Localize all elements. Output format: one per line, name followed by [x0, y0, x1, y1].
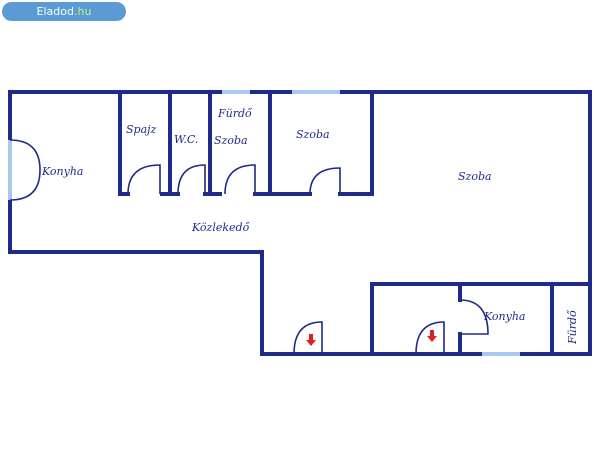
- label-konyha-left: Konyha: [41, 165, 84, 178]
- brand-suffix: .hu: [74, 5, 92, 18]
- room-labels: Konyha Spajz W.C. Fürdő Szoba Szoba Szob…: [41, 107, 579, 345]
- label-kozlekedo: Közlekedő: [191, 221, 251, 234]
- brand-name: Eladod: [36, 5, 74, 18]
- label-szoba-small: Szoba: [214, 134, 248, 147]
- label-konyha-right: Konyha: [483, 310, 526, 323]
- label-wc: W.C.: [174, 133, 198, 146]
- label-furdo-right: Fürdő: [566, 309, 579, 345]
- brand-badge[interactable]: Eladod.hu: [2, 2, 126, 21]
- entry-markers: [306, 330, 437, 346]
- label-furdo-top: Fürdő: [217, 107, 253, 120]
- label-spajz: Spajz: [126, 123, 157, 136]
- label-szoba-mid: Szoba: [296, 128, 330, 141]
- doors: [9, 139, 489, 355]
- outer-walls: [8, 90, 592, 356]
- interior-walls: [118, 90, 592, 356]
- windows: [8, 90, 520, 356]
- label-szoba-large: Szoba: [458, 170, 492, 183]
